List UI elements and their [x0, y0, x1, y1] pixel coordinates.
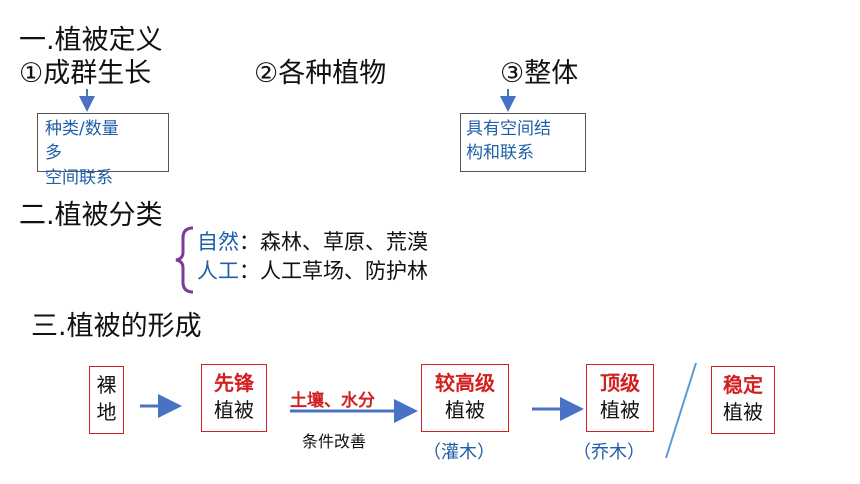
- stage-pioneer: 先锋 植被: [201, 364, 267, 432]
- note3-line1: 具有空间结: [466, 119, 551, 139]
- section3-title: 三.植被的形成: [31, 311, 202, 342]
- stage1-line1: 裸: [96, 373, 117, 397]
- natural-row: 自然：森林、草原、荒漠: [197, 229, 428, 255]
- definition-point-1: ①成群生长: [19, 58, 152, 89]
- artificial-items: ：人工草场、防护林: [239, 259, 428, 283]
- stage2-line2: 植被: [214, 398, 254, 422]
- artificial-label: 人工: [197, 259, 239, 283]
- arrow2-condition: 土壤、水分: [290, 391, 375, 411]
- definition-point-2: ②各种植物: [254, 58, 387, 89]
- note-box-3: [460, 113, 586, 172]
- stage4-line1: 顶级: [600, 371, 640, 395]
- note3-line2: 构和联系: [466, 143, 534, 163]
- note-box-1: [37, 113, 169, 172]
- note1-line2: 多: [45, 143, 62, 163]
- stage4-note: （乔木）: [573, 442, 645, 463]
- artificial-row: 人工：人工草场、防护林: [197, 258, 428, 284]
- arrow2-improvement: 条件改善: [302, 432, 367, 451]
- note1-line1: 种类/数量: [45, 119, 119, 139]
- stage3-line2: 植被: [445, 398, 485, 422]
- stage5-line1: 稳定: [723, 373, 763, 397]
- stage3-line1: 较高级: [435, 371, 495, 395]
- stage-higher: 较高级 植被: [421, 364, 509, 432]
- stage2-line1: 先锋: [214, 371, 254, 395]
- natural-label: 自然: [197, 230, 239, 254]
- stage3-note: （灌木）: [423, 442, 495, 463]
- stage1-line2: 地: [96, 400, 117, 424]
- natural-items: ：森林、草原、荒漠: [239, 230, 428, 254]
- note1-line3: 空间联系: [45, 168, 113, 188]
- stage5-line2: 植被: [723, 400, 763, 424]
- stage-bare-ground: 裸 地: [89, 366, 124, 434]
- stage-stable: 稳定 植被: [711, 366, 775, 434]
- definition-point-3: ③整体: [500, 58, 579, 89]
- slash-separator: [665, 362, 697, 459]
- section1-title: 一.植被定义: [19, 25, 163, 56]
- stage-climax: 顶级 植被: [586, 364, 654, 432]
- section2-title: 二.植被分类: [19, 200, 163, 231]
- classification-brace: [175, 226, 194, 294]
- stage4-line2: 植被: [600, 398, 640, 422]
